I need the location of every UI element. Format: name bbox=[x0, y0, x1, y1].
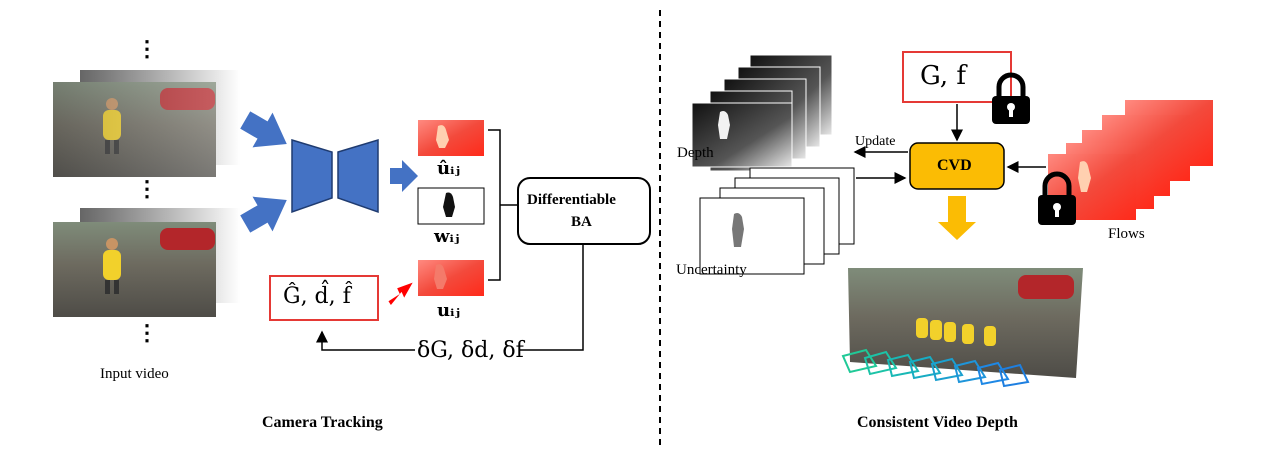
network-to-flow-arrow bbox=[390, 160, 418, 192]
cvd-block bbox=[909, 142, 1005, 190]
weight-label: wᵢⱼ bbox=[434, 226, 460, 247]
uncertainty-label: Uncertainty bbox=[676, 262, 747, 278]
cvd-output-arrow bbox=[938, 196, 976, 240]
state-label: Ĝ, d̂, f̂ bbox=[283, 284, 351, 309]
state-to-flow-arrow bbox=[388, 282, 413, 306]
feedback-loop bbox=[322, 244, 584, 351]
ba-title-line2: BA bbox=[571, 214, 592, 230]
camera-trajectory bbox=[841, 348, 1030, 388]
input-frame-bottom bbox=[53, 208, 240, 317]
input-frame-top bbox=[53, 70, 240, 177]
lock-icon bbox=[992, 72, 1030, 124]
depth-label: Depth bbox=[677, 145, 714, 161]
ba-block bbox=[517, 177, 651, 245]
frozen-params-label: G, f bbox=[920, 61, 966, 91]
ellipsis-icon: ⋮ bbox=[136, 36, 158, 61]
cvd-label: CVD bbox=[937, 157, 972, 174]
left-panel-title: Camera Tracking bbox=[262, 414, 383, 431]
input-video-label: Input video bbox=[100, 366, 169, 382]
flows-stack bbox=[1048, 100, 1213, 220]
flows-label: Flows bbox=[1108, 226, 1145, 242]
weight-image bbox=[417, 187, 485, 225]
right-panel-title: Consistent Video Depth bbox=[857, 414, 1018, 431]
update-delta-label: δG, δd, δf bbox=[417, 338, 524, 363]
uncertainty-stack bbox=[699, 167, 855, 275]
flow-hat-image bbox=[418, 120, 484, 156]
flow-hat-label: ûᵢⱼ bbox=[437, 158, 461, 179]
depth-stack bbox=[691, 54, 833, 172]
ellipsis-icon: ⋮ bbox=[136, 176, 158, 201]
lock-icon bbox=[1038, 171, 1076, 225]
frozen-params-box bbox=[902, 51, 1012, 103]
flow-label: uᵢⱼ bbox=[437, 300, 461, 321]
brace bbox=[488, 129, 518, 281]
flow-network bbox=[291, 138, 379, 214]
car-shape bbox=[160, 228, 215, 250]
ellipsis-icon: ⋮ bbox=[136, 320, 158, 345]
child-figure bbox=[103, 250, 121, 280]
ba-title-line1: Differentiable bbox=[527, 192, 616, 208]
reconstruction-image bbox=[848, 268, 1083, 378]
update-label: Update bbox=[855, 134, 896, 149]
flow-image bbox=[418, 260, 484, 296]
input-arrows bbox=[240, 111, 287, 233]
